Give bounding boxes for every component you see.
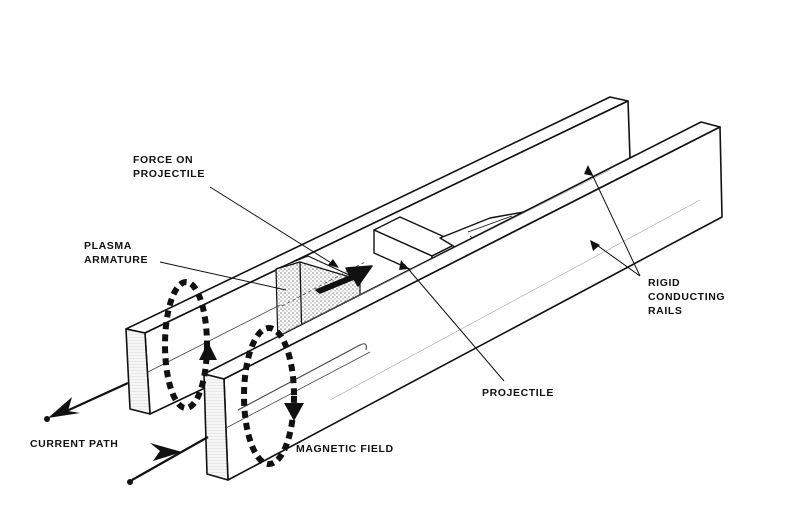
label-rails-line3: RAILS — [648, 305, 683, 317]
label-rails-line1: RIGID — [648, 277, 680, 289]
label-plasma-line1: PLASMA — [84, 240, 132, 252]
label-force-line1: FORCE ON — [133, 154, 193, 166]
current-arrow-out-icon — [48, 397, 80, 418]
label-magnetic-field: MAGNETIC FIELD — [296, 443, 394, 455]
leader-plasma — [159, 261, 287, 291]
field-arrow-down-icon — [284, 403, 304, 421]
leader-projectile — [403, 263, 505, 382]
force-arrow — [315, 265, 373, 294]
magnetic-field-loop-front — [241, 325, 297, 467]
leader-rail-back — [589, 169, 641, 277]
current-arrow-in-icon — [150, 443, 182, 461]
label-rails-line2: CONDUCTING — [648, 291, 725, 303]
leader-force — [209, 186, 337, 267]
label-current-path: CURRENT PATH — [30, 438, 118, 450]
label-projectile: PROJECTILE — [482, 387, 554, 399]
field-arrow-up-icon — [199, 342, 217, 360]
label-plasma-line2: ARMATURE — [84, 254, 148, 266]
label-force-line2: PROJECTILE — [133, 168, 205, 180]
front-rail-end-face — [203, 373, 229, 481]
leader-rail-front — [593, 242, 641, 277]
back-rail-end-face — [125, 328, 151, 415]
